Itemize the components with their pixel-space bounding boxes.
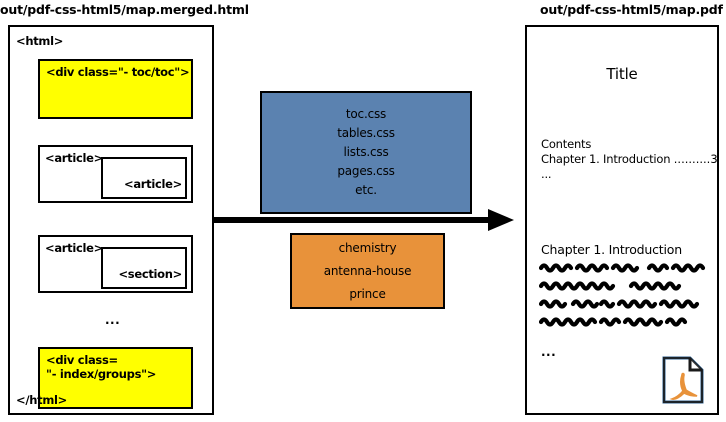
pdf-table-of-contents: Contents Chapter 1. Introduction .......… xyxy=(541,137,718,182)
formatter-item: antenna-house xyxy=(323,263,412,278)
pdf-file-icon xyxy=(662,356,704,404)
css-file-item: tables.css xyxy=(337,126,395,140)
article-block-1-inner: <article> xyxy=(101,157,187,199)
right-panel-caption: out/pdf-css-html5/map.pdf xyxy=(540,2,723,17)
index-groups-div-label: <div class= "- index/groups"> xyxy=(46,353,157,381)
toc-heading: Contents xyxy=(541,137,592,151)
article-block-1: <article> <article> xyxy=(38,145,193,203)
toc-entry-text: Chapter 1. Introduction xyxy=(541,152,674,166)
article-block-2: <article> <section> xyxy=(38,235,193,293)
left-panel-caption: out/pdf-css-html5/map.merged.html xyxy=(0,2,249,17)
css-file-item: toc.css xyxy=(345,107,387,121)
css-stylesheets-box: toc.css tables.css lists.css pages.css e… xyxy=(260,91,472,214)
transform-arrow-icon xyxy=(212,209,514,231)
pdf-body-ellipsis: ... xyxy=(541,345,557,359)
toc-entry-page-number: 3 xyxy=(710,152,718,166)
toc-entry-leader-dots: .......... xyxy=(673,152,711,166)
article-block-2-inner: <section> xyxy=(101,247,187,289)
pdf-chapter-heading: Chapter 1. Introduction xyxy=(541,242,682,257)
pdf-formatter-box: chemistry antenna-house prince xyxy=(290,233,445,309)
formatter-item: chemistry xyxy=(338,240,397,255)
css-file-item: etc. xyxy=(355,183,377,197)
html-close-tag-label: </html> xyxy=(16,393,67,407)
index-groups-div-block: <div class= "- index/groups"> xyxy=(38,347,193,409)
toc-ellipsis: ... xyxy=(541,167,552,181)
articles-ellipsis: ... xyxy=(105,313,121,327)
html-open-tag-label: <html> xyxy=(16,34,64,48)
formatter-item: prince xyxy=(349,286,386,301)
article-block-1-inner-label: <article> xyxy=(123,177,182,191)
article-block-2-label: <article> xyxy=(45,241,104,255)
article-block-1-label: <article> xyxy=(45,151,104,165)
toc-entry: Chapter 1. Introduction ..........3 xyxy=(541,152,718,167)
merged-html-panel: <html> <div class="- toc/toc"> <article>… xyxy=(8,25,214,415)
css-file-item: pages.css xyxy=(337,164,395,178)
pdf-body-placeholder-text xyxy=(539,263,706,327)
css-file-item: lists.css xyxy=(343,145,389,159)
article-block-2-inner-label: <section> xyxy=(118,267,182,281)
pdf-document-title: Title xyxy=(606,65,638,83)
toc-div-block: <div class="- toc/toc"> xyxy=(38,59,193,119)
toc-div-label: <div class="- toc/toc"> xyxy=(46,65,190,79)
pdf-output-panel: Title Contents Chapter 1. Introduction .… xyxy=(525,25,719,415)
